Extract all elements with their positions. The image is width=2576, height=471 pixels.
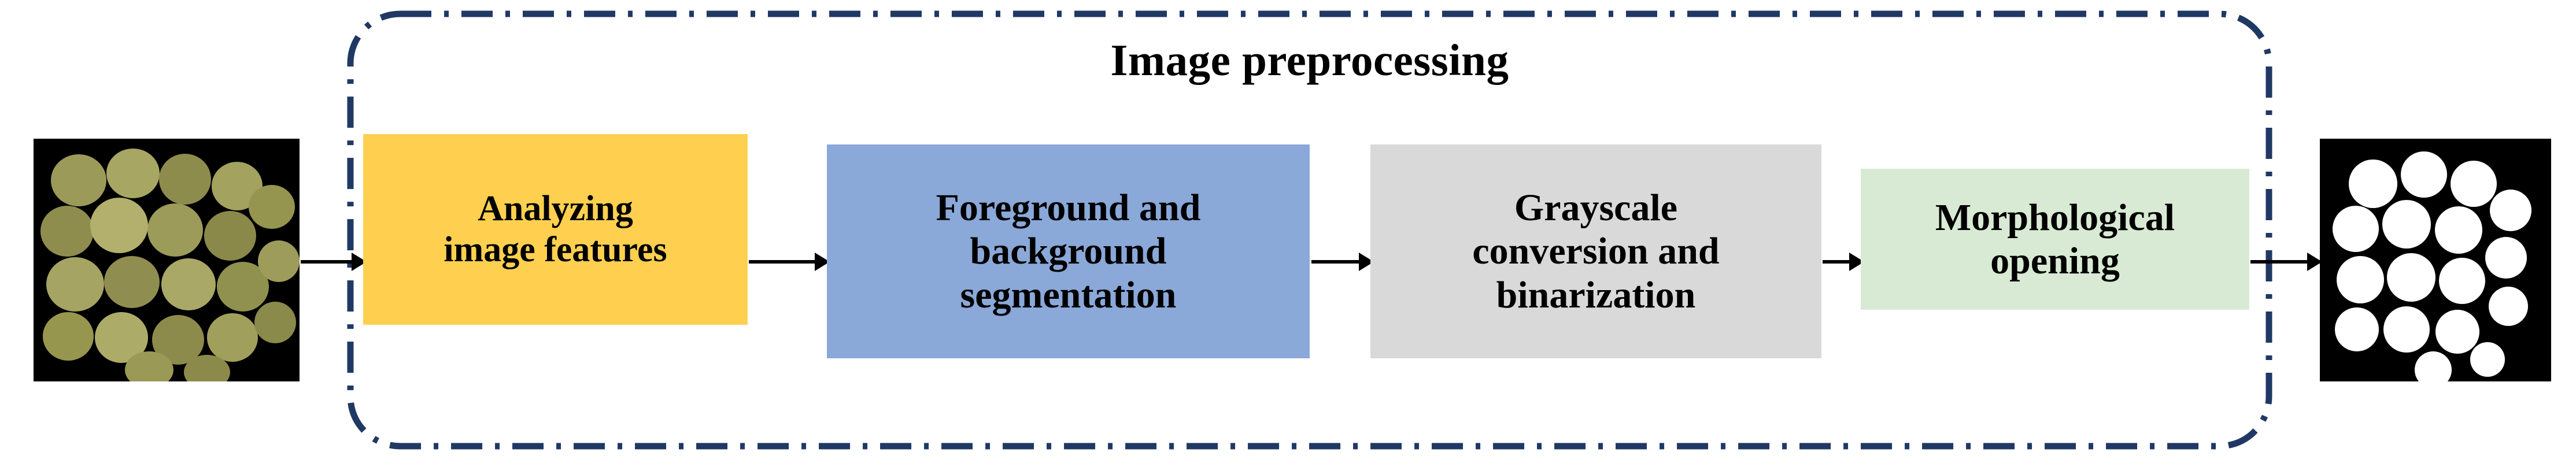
stage-label-2: Foreground and background segmentation <box>936 186 1201 317</box>
stage-label-4-line-1: Morphological <box>1935 196 2175 239</box>
arrow-stage3-to-stage4 <box>1823 253 1864 271</box>
stage-label-4: Morphological opening <box>1935 196 2175 283</box>
stage-label-2-line-2: background <box>970 230 1167 273</box>
stage-label-3-line-3: binarization <box>1496 273 1696 316</box>
stage-grayscale-conversion-binarization: Grayscale conversion and binarization <box>1370 144 1821 358</box>
stage-foreground-background-segmentation: Foreground and background segmentation <box>827 144 1310 358</box>
stage-label-3-line-1: Grayscale <box>1514 187 1678 229</box>
stage-label-1-line-1: Analyzing <box>478 189 633 229</box>
arrow-input-to-stage1 <box>301 253 367 271</box>
stage-label-1: Analyzing image features <box>443 188 667 270</box>
stage-label-3-line-2: conversion and <box>1472 230 1720 273</box>
stage-analyzing-image-features: Analyzing image features <box>363 134 748 325</box>
arrow-stage1-to-stage2 <box>749 253 830 271</box>
stage-label-3: Grayscale conversion and binarization <box>1472 186 1719 317</box>
output-image <box>2320 139 2551 381</box>
stage-label-2-line-1: Foreground and <box>936 187 1201 229</box>
pipeline-container <box>347 10 2272 450</box>
input-image <box>34 139 300 381</box>
page-title: Image preprocessing <box>1110 35 1509 85</box>
stage-morphological-opening: Morphological opening <box>1861 169 2249 310</box>
stage-label-2-line-3: segmentation <box>960 273 1177 316</box>
arrow-stage2-to-stage3 <box>1311 253 1374 271</box>
stage-label-4-line-2: opening <box>1990 240 2120 282</box>
arrow-stage4-to-output <box>2250 253 2322 271</box>
stage-label-1-line-2: image features <box>443 230 667 269</box>
